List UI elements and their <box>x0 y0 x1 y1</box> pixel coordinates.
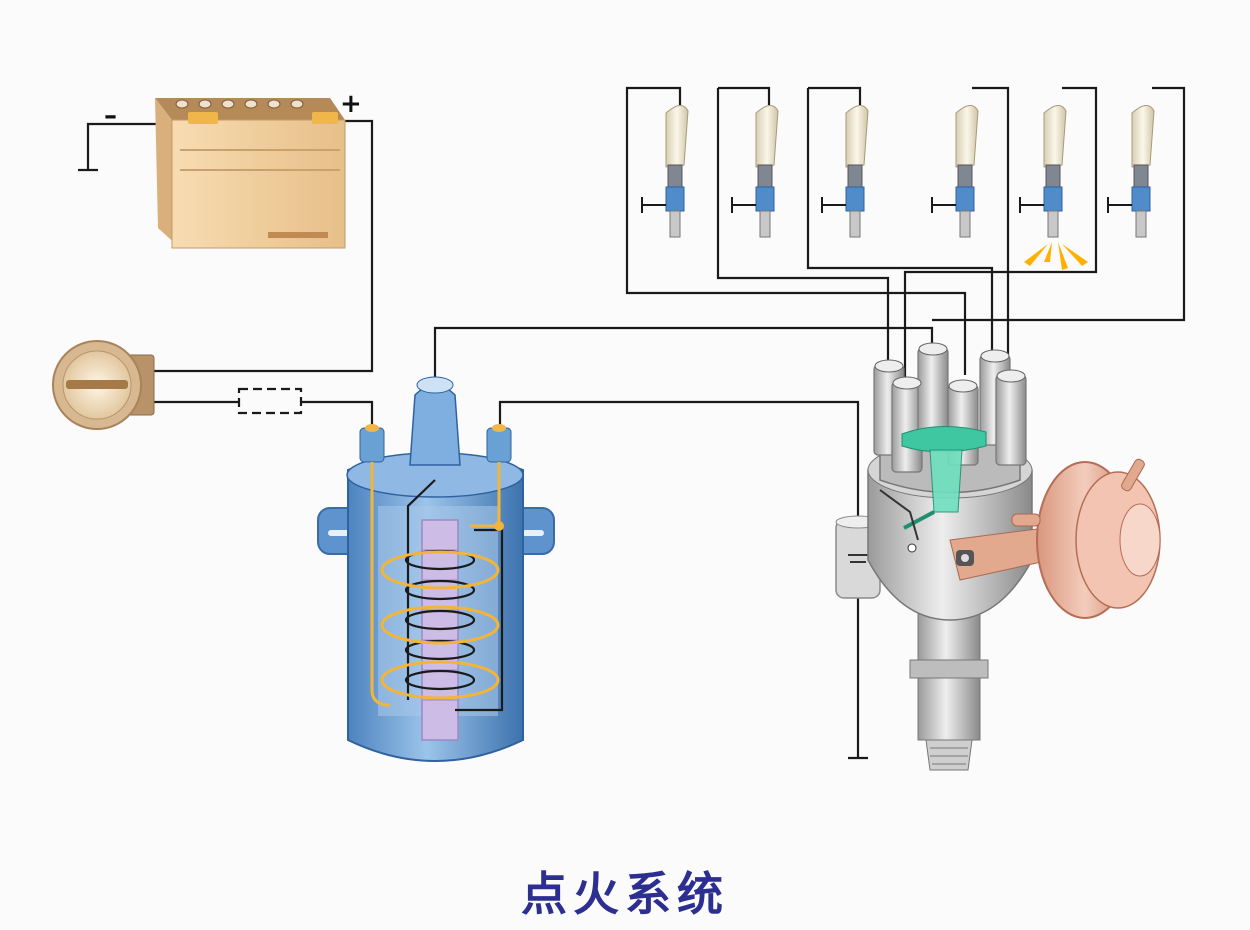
battery-positive-label: + <box>340 89 362 119</box>
spark-plug-icon <box>731 105 779 238</box>
switch-to-coil-wire <box>152 400 374 430</box>
diagram-title: 点火系统 <box>521 867 729 921</box>
rotor-icon <box>901 426 987 530</box>
spark-plug-icon <box>1019 105 1067 238</box>
plug-1-lead-top <box>625 86 682 215</box>
plug-3-lead <box>806 86 994 358</box>
spark-plug-icon <box>821 105 869 238</box>
plug-2-lead <box>716 86 890 362</box>
ht-lead-wire <box>433 326 934 380</box>
plug-6-lead <box>932 86 1186 322</box>
spark-plugs <box>641 105 1155 270</box>
spark-plug-icon <box>931 105 979 238</box>
battery-icon: – + <box>104 89 362 249</box>
plug-4-lead <box>972 86 1010 358</box>
battery-positive-wire <box>152 119 374 373</box>
ignition-switch-icon <box>52 340 155 430</box>
plug-5-lead <box>903 86 1098 382</box>
battery-negative-label: – <box>104 101 117 131</box>
vacuum-advance-icon <box>1011 458 1161 619</box>
resistor-icon <box>237 387 303 415</box>
spark-plug-icon <box>1107 105 1155 238</box>
distributor-icon <box>867 342 1051 771</box>
wiring <box>78 86 1186 760</box>
coil-to-distributor-wire <box>498 400 860 758</box>
plug-1-lead <box>625 215 967 375</box>
spark-plug-icon <box>641 105 689 238</box>
battery-ground-wire <box>86 122 165 170</box>
ignition-coil-icon <box>317 376 555 762</box>
spark-icon <box>1024 242 1088 270</box>
